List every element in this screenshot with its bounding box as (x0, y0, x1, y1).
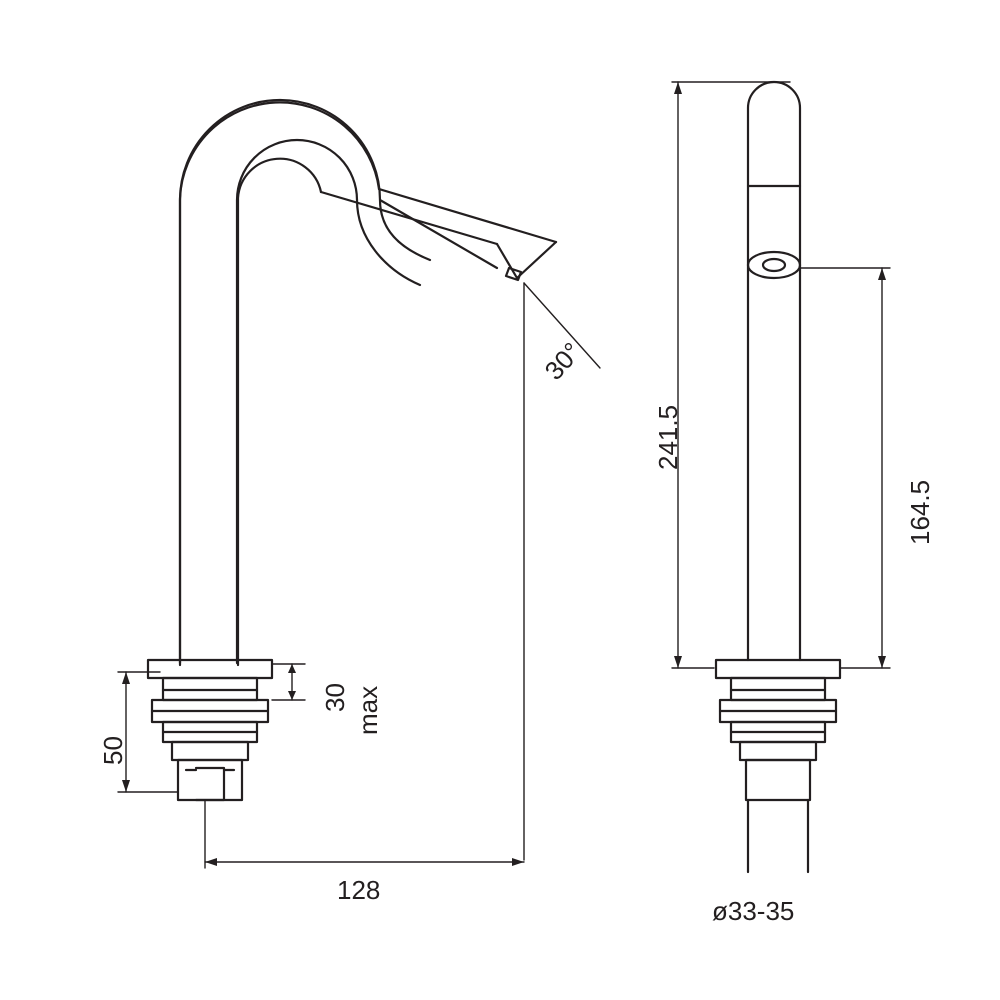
side-view-body (746, 80, 802, 662)
front-view-body (178, 101, 381, 667)
front-view-base (146, 658, 274, 802)
dimension-label-total-height: 241.5 (653, 404, 683, 470)
dimension-label-max-value: 30 (320, 683, 350, 712)
dimension-label-reach: 128 (337, 875, 381, 905)
front-view-outline (178, 98, 499, 665)
dimension-label-max-word: max (353, 685, 383, 735)
dimension-lines (117, 81, 891, 869)
dimension-label-mount-height: 50 (98, 736, 128, 765)
dimension-label-spout-height: 164.5 (905, 479, 935, 545)
dimension-label-hole-diameter: ø33-35 (712, 896, 795, 926)
front-view-spout (319, 187, 558, 282)
side-view-base (714, 658, 842, 874)
